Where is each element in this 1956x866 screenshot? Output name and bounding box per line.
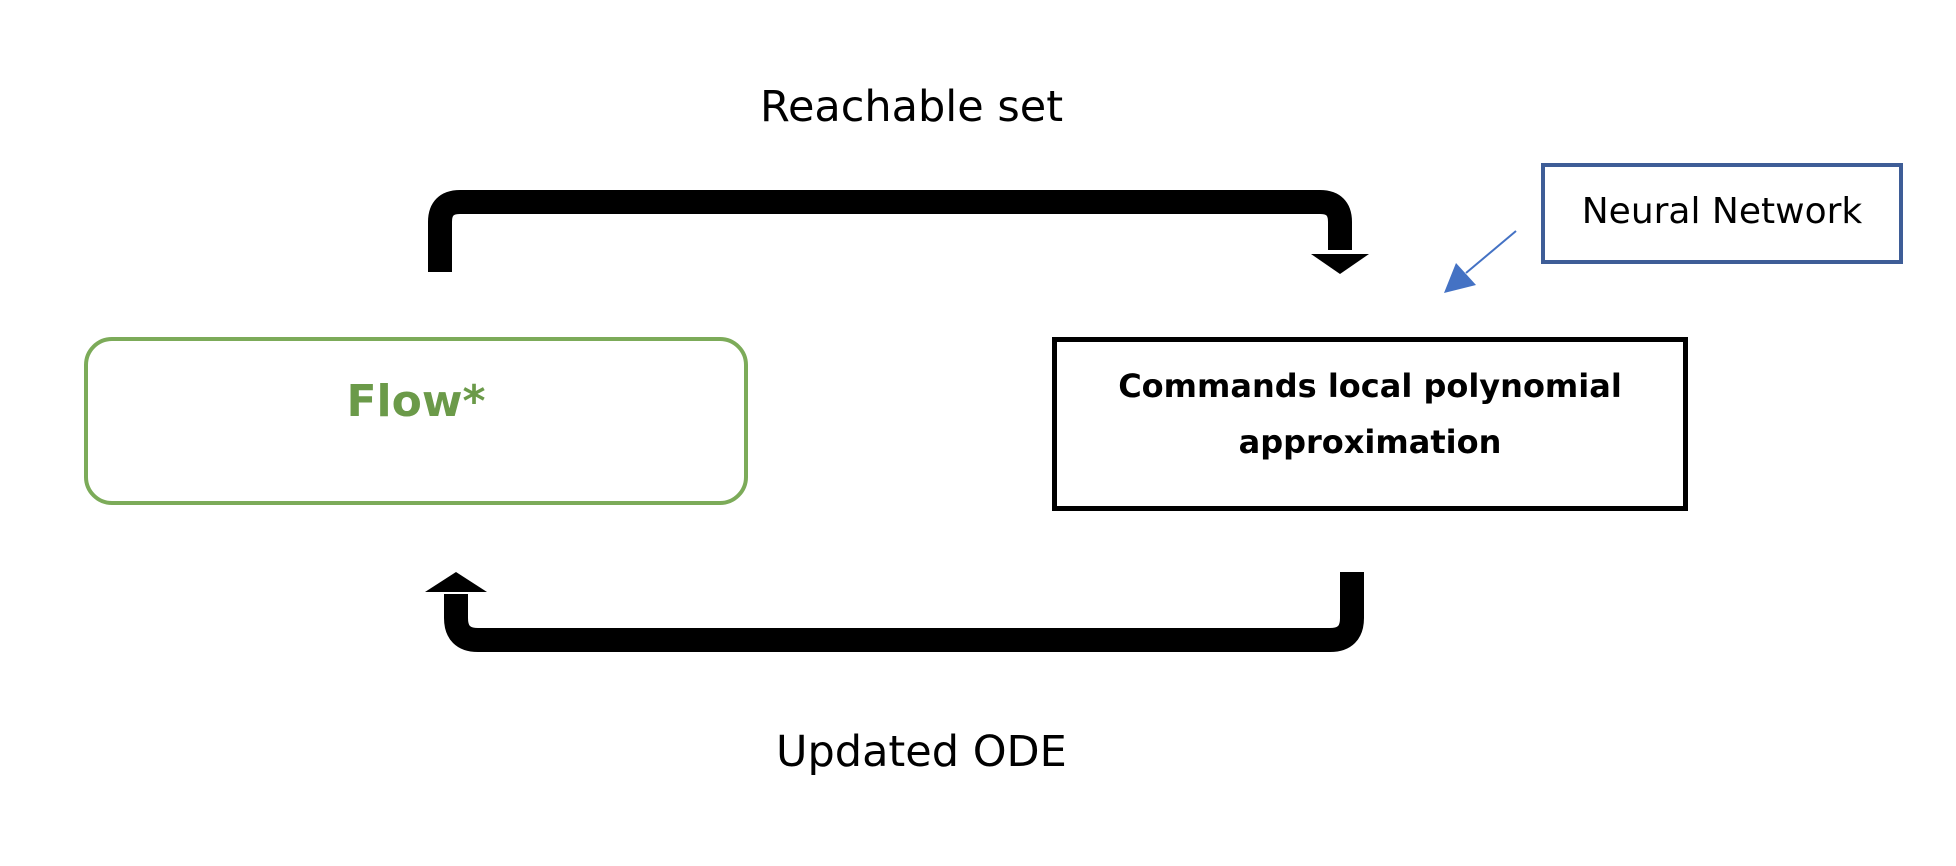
updated-ode-arrow-shaft xyxy=(444,572,1364,652)
neural-network-arrow-line xyxy=(1465,230,1517,274)
neural-network-box: Neural Network xyxy=(1541,163,1903,264)
commands-box-line-1: Commands local polynomial xyxy=(1118,367,1622,405)
neural-network-label: Neural Network xyxy=(1581,191,1863,232)
reachable-set-arrow-head xyxy=(1311,254,1369,274)
neural-network-arrow-head xyxy=(1444,263,1476,293)
updated-ode-arrow-head xyxy=(425,572,487,592)
flow-star-box: Flow* xyxy=(84,337,748,505)
commands-approximation-box: Commands local polynomial approximation xyxy=(1052,337,1688,511)
updated-ode-label: Updated ODE xyxy=(776,727,1067,777)
reachable-set-arrow-shaft xyxy=(428,190,1352,272)
flow-star-label: Flow* xyxy=(346,375,486,427)
commands-box-line-2: approximation xyxy=(1238,423,1502,461)
reachable-set-label: Reachable set xyxy=(760,82,1064,132)
